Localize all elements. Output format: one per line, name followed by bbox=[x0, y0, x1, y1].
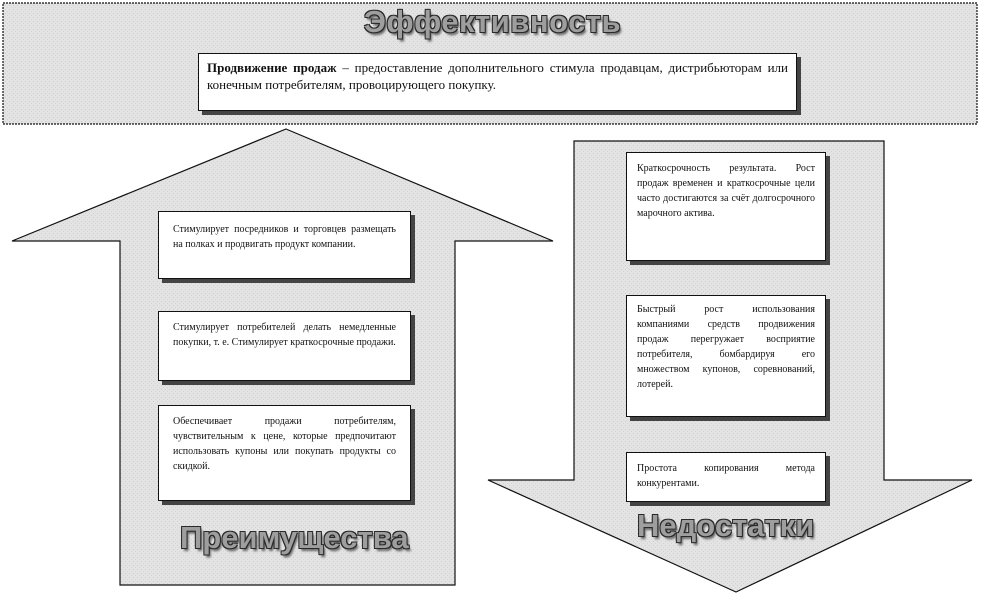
disadvantages-title: Недостатки bbox=[637, 508, 815, 543]
effectiveness-title: Эффективность bbox=[363, 4, 622, 39]
disadvantage-box-3: Простота копирования метода конкурентами… bbox=[626, 452, 826, 502]
disadvantage-box-2: Быстрый рост использования компаниями ср… bbox=[626, 295, 826, 417]
advantage-text-3: Обеспечивает продажи потребителям, чувст… bbox=[173, 416, 396, 472]
definition-text: – предоставление дополнительного стимула… bbox=[207, 60, 788, 92]
disadvantage-text-2: Быстрый рост использования компаниями ср… bbox=[637, 304, 815, 390]
advantage-box-3: Обеспечивает продажи потребителям, чувст… bbox=[158, 405, 411, 501]
disadvantage-text-1: Краткосрочность результата. Рост продаж … bbox=[637, 163, 815, 219]
definition-box: Продвижение продаж – предоставление допо… bbox=[198, 53, 797, 111]
definition-term: Продвижение продаж bbox=[207, 60, 337, 75]
disadvantage-box-1: Краткосрочность результата. Рост продаж … bbox=[626, 152, 826, 261]
disadvantage-text-3: Простота копирования метода конкурентами… bbox=[637, 463, 815, 489]
advantage-box-1: Стимулирует посредников и торговцев разм… bbox=[158, 211, 411, 279]
advantage-text-1: Стимулирует посредников и торговцев разм… bbox=[173, 224, 396, 250]
advantages-title: Преимущества bbox=[180, 520, 409, 555]
advantage-text-2: Стимулирует потребителей делать немедлен… bbox=[173, 322, 396, 348]
advantage-box-2: Стимулирует потребителей делать немедлен… bbox=[158, 311, 411, 381]
